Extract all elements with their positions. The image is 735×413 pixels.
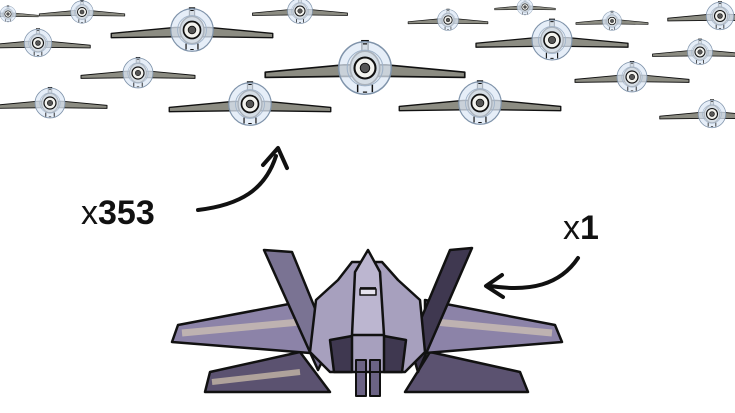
jet-fighter-icon [170,246,564,397]
curved-arrow-icon-jet [488,256,580,290]
propeller-plane-icon [0,86,108,119]
propeller-count-prefix: x [81,194,98,232]
propeller-plane-icon [407,8,489,31]
propeller-plane-icon [252,0,348,24]
propeller-plane-icon [575,10,649,31]
propeller-plane-icon [80,56,196,89]
propeller-plane-icon [494,0,556,16]
jet-count-number: 1 [580,209,599,247]
propeller-plane-icon [398,80,562,126]
propeller-plane-icon [574,60,690,93]
propeller-count-label: x353 [81,196,155,230]
propeller-plane-icon [38,0,126,24]
curved-arrow-icon-fleet [196,154,278,212]
propeller-plane-icon [667,1,735,31]
propeller-plane-icon [264,39,466,96]
jet-count-label: x1 [563,211,599,245]
arrowhead-icon-fleet [261,146,289,170]
propeller-count-number: 353 [98,194,155,232]
propeller-fleet [0,0,735,129]
propeller-plane-icon [110,7,274,53]
arrowhead-icon-jet [484,273,505,299]
propeller-plane-icon [659,99,735,129]
propeller-plane-icon [652,38,735,65]
jet-count-prefix: x [563,209,580,247]
propeller-plane-icon [168,81,332,127]
propeller-plane-icon [0,5,39,23]
propeller-plane-icon [0,28,91,58]
